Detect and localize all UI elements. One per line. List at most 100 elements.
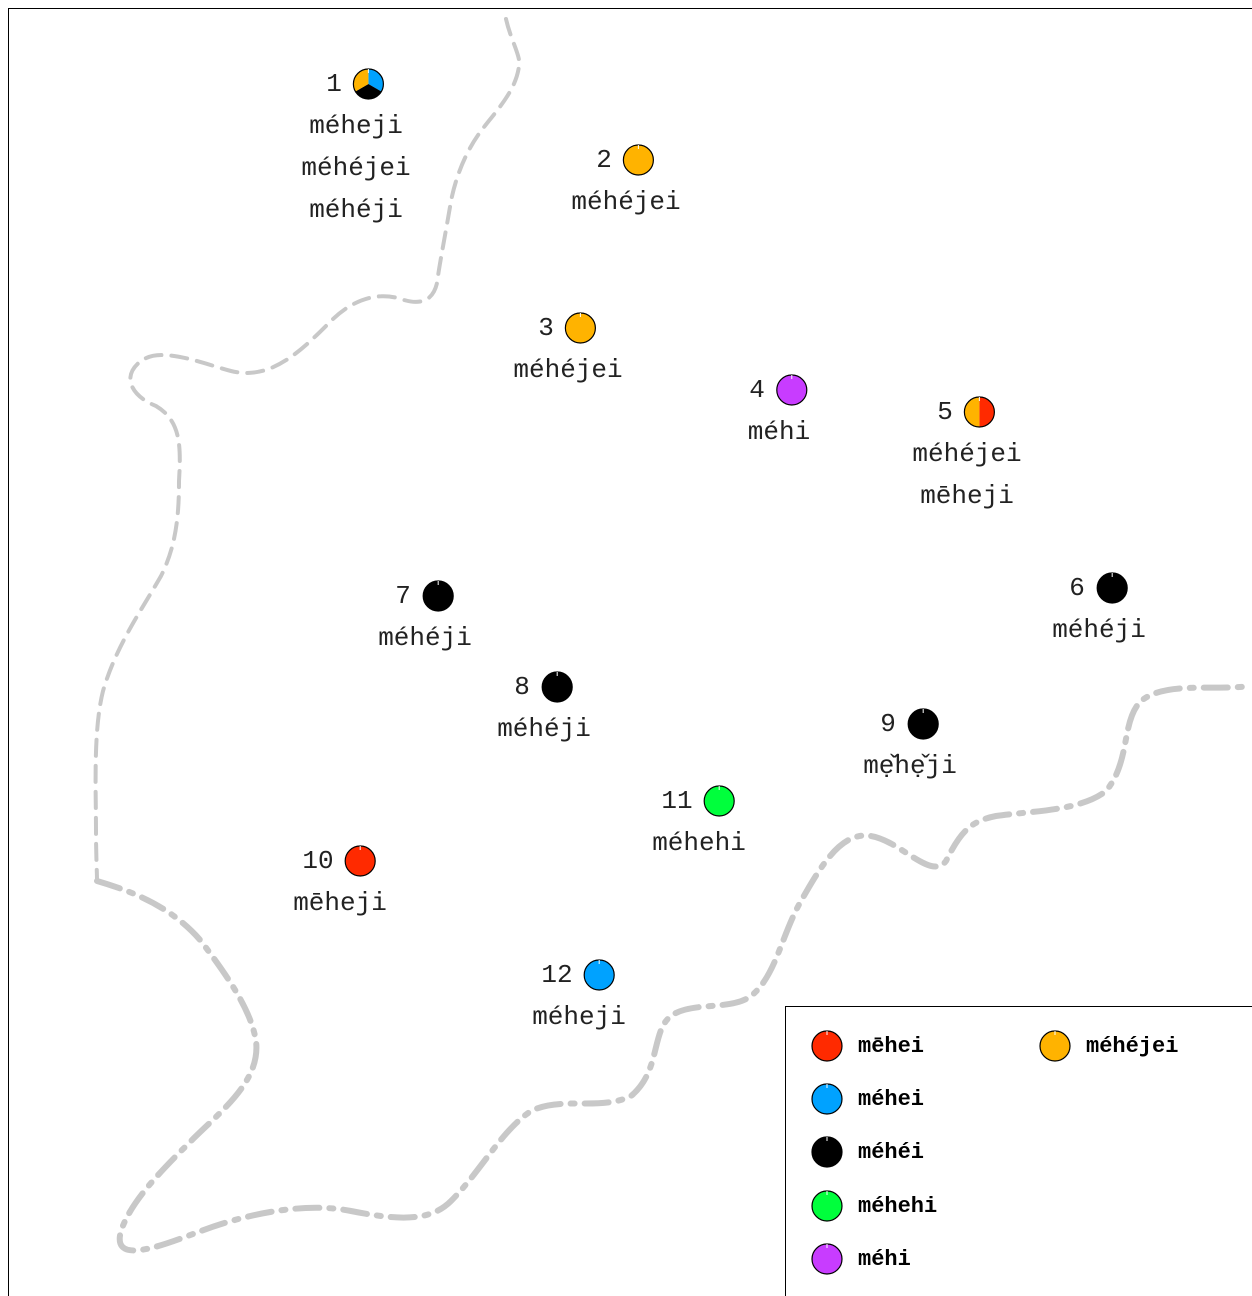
legend-item-mehi: méhi <box>810 1242 911 1276</box>
site-form: mēheji <box>293 888 387 918</box>
map-canvas <box>93 17 1252 1254</box>
site-marker-icon <box>623 144 655 176</box>
site-form: méhéjei <box>513 355 623 385</box>
site-marker-icon <box>964 396 996 428</box>
site-header: 10 <box>293 840 387 882</box>
legend-item-mehejei: méhéjei <box>1038 1029 1178 1063</box>
marker-segment-mehejei <box>964 397 980 427</box>
site-number: 10 <box>302 846 334 876</box>
site-number: 1 <box>326 69 342 99</box>
site-7[interactable]: 7 méhéji <box>378 575 472 659</box>
site-form: méhéjei <box>301 153 411 183</box>
site-marker-icon <box>704 785 736 817</box>
site-3[interactable]: 3 méhéjei <box>513 307 623 391</box>
site-number: 11 <box>661 786 693 816</box>
dashed-boundary <box>93 17 522 883</box>
site-6[interactable]: 6 méhéji <box>1052 567 1146 651</box>
site-11[interactable]: 11 méhehi <box>652 780 746 864</box>
site-form: mēheji <box>920 481 1014 511</box>
marker-segment-mehi <box>776 375 807 405</box>
site-form: méhéji <box>497 714 591 744</box>
dash-dot-boundary <box>94 683 1252 1254</box>
legend-label: méhéjei <box>1086 1033 1179 1059</box>
marker-segment-mehejei <box>623 145 654 175</box>
site-form: méhéjei <box>912 439 1022 469</box>
marker-segment-mehehi <box>812 1191 842 1221</box>
marker-segment-mehei_macron <box>345 846 376 876</box>
legend-marker-icon <box>811 1083 843 1115</box>
site-form: méhéji <box>1052 615 1146 645</box>
site-number: 3 <box>538 313 554 343</box>
marker-segment-mehei_acute <box>812 1137 842 1167</box>
site-marker-icon <box>907 708 939 740</box>
marker-segment-mehei_acute <box>541 672 572 702</box>
site-10[interactable]: 10 mēheji <box>293 840 387 924</box>
site-2[interactable]: 2 méhéjei <box>571 139 681 223</box>
site-form: mẹ̌hẹ̌ji <box>863 751 957 781</box>
site-number: 4 <box>749 375 765 405</box>
site-form: méhehi <box>652 828 746 858</box>
site-4[interactable]: 4 méhi <box>748 369 810 453</box>
site-number: 6 <box>1069 573 1085 603</box>
marker-segment-mehei_acute <box>355 84 382 99</box>
site-form: méheji <box>532 1002 626 1032</box>
legend-label: mēhei <box>858 1033 925 1059</box>
legend-marker-icon <box>811 1243 843 1275</box>
site-form: méheji <box>309 111 403 141</box>
site-number: 12 <box>541 960 573 990</box>
site-marker-icon <box>584 959 616 991</box>
legend-item-mehei_acute: méhéi <box>810 1135 924 1169</box>
site-header: 7 <box>378 575 472 617</box>
site-form: méhéji <box>378 623 472 653</box>
site-12[interactable]: 12 méheji <box>532 954 626 1038</box>
legend-item-mehehi: méhehi <box>810 1189 937 1223</box>
site-header: 12 <box>532 954 626 996</box>
marker-segment-mehejei <box>1040 1031 1070 1061</box>
site-header: 3 <box>513 307 622 349</box>
site-marker-icon <box>565 312 597 344</box>
site-8[interactable]: 8 méhéji <box>497 666 591 750</box>
marker-segment-mehejei <box>565 313 596 343</box>
marker-segment-mehei_acute <box>1096 573 1127 603</box>
marker-segment-mehei_macron <box>812 1031 842 1061</box>
legend-label: méhéi <box>858 1139 925 1165</box>
site-9[interactable]: 9 mẹ̌hẹ̌ji <box>863 703 957 787</box>
site-marker-icon <box>1096 572 1128 604</box>
site-header: 1 <box>301 63 410 105</box>
marker-segment-mehehi <box>704 786 735 816</box>
site-marker-icon <box>541 671 573 703</box>
legend-marker-icon <box>811 1030 843 1062</box>
marker-segment-mehi <box>812 1244 842 1274</box>
site-number: 2 <box>596 145 612 175</box>
map-frame: 1 méheji méhéjei méhéji 2 méhéjei 3 méhéjei 4 méh… <box>8 8 1252 1296</box>
site-5[interactable]: 5 méhéjei mēheji <box>912 391 1022 517</box>
legend-label: méhi <box>858 1246 911 1272</box>
site-header: 6 <box>1052 567 1146 609</box>
marker-segment-mehei <box>584 960 615 990</box>
legend-marker-icon <box>1039 1030 1071 1062</box>
site-number: 8 <box>514 672 530 702</box>
site-1[interactable]: 1 méheji méhéjei méhéji <box>301 63 411 231</box>
site-marker-icon <box>353 68 385 100</box>
site-marker-icon <box>345 845 377 877</box>
legend-marker-icon <box>811 1190 843 1222</box>
site-number: 9 <box>880 709 896 739</box>
marker-segment-mehei_acute <box>907 709 938 739</box>
site-form: méhéji <box>309 195 403 225</box>
site-number: 5 <box>937 397 953 427</box>
legend-item-mehei_macron: mēhei <box>810 1029 924 1063</box>
site-header: 4 <box>748 369 810 411</box>
marker-segment-mehei_acute <box>422 581 453 611</box>
site-marker-icon <box>776 374 808 406</box>
legend-label: méhei <box>858 1086 925 1112</box>
marker-segment-mehei_macron <box>979 397 995 427</box>
site-header: 11 <box>652 780 746 822</box>
site-form: méhi <box>747 417 811 447</box>
site-header: 9 <box>863 703 957 745</box>
marker-segment-mehei <box>812 1084 842 1114</box>
legend: mēhei méhéjei méhei méhéi méhehi méhi <box>785 1006 1252 1296</box>
legend-label: méhehi <box>858 1193 938 1219</box>
legend-item-mehei: méhei <box>810 1082 924 1116</box>
site-header: 2 <box>571 139 680 181</box>
site-form: méhéjei <box>571 187 681 217</box>
